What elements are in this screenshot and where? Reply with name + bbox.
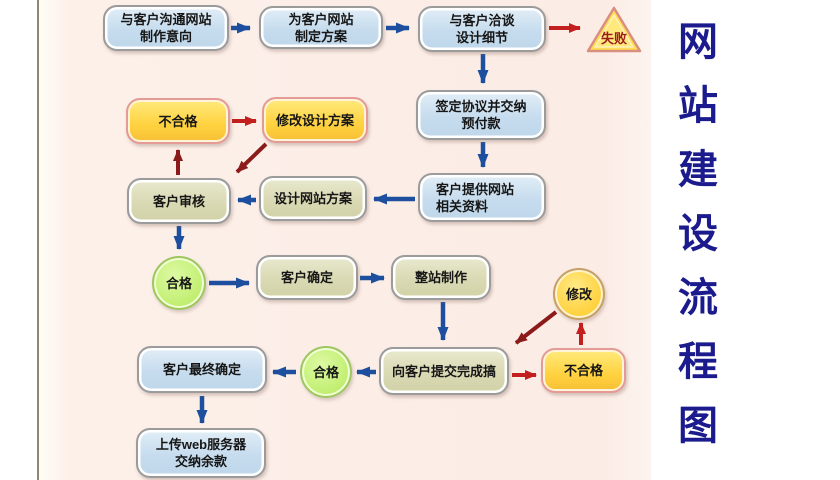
node-negotiate: 与客户洽谈 设计细节: [418, 6, 546, 52]
page-title: 网 站 建 设 流 程 图: [672, 22, 724, 446]
node-modify-design: 修改设计方案: [262, 97, 368, 143]
title-char: 建: [678, 147, 718, 192]
node-fail-triangle: 失败: [586, 6, 642, 53]
node-final-confirm: 客户最终确定: [137, 346, 267, 393]
title-char: 流: [678, 275, 718, 320]
title-char: 站: [678, 83, 718, 128]
node-modify: 修改: [553, 268, 605, 320]
left-border-line: [37, 0, 39, 480]
flowchart-panel-background: [39, 0, 651, 480]
node-materials: 客户提供网站 相关资料: [418, 173, 546, 222]
node-fail-label: 失败: [601, 31, 627, 46]
node-nopass2: 不合格: [541, 348, 626, 393]
node-design: 设计网站方案: [259, 176, 367, 221]
node-pass2: 合格: [300, 346, 352, 398]
node-review: 客户审核: [127, 178, 231, 224]
node-submit: 向客户提交完成搞: [379, 347, 509, 395]
title-char: 图: [678, 403, 718, 448]
node-pass1: 合格: [152, 256, 206, 310]
node-upload: 上传web服务器 交纳余款: [136, 428, 266, 478]
title-char: 设: [678, 211, 718, 256]
title-char: 程: [678, 339, 718, 384]
title-char: 网: [678, 19, 718, 64]
node-intent: 与客户沟通网站 制作意向: [103, 5, 229, 51]
node-plan: 为客户网站 制定方案: [259, 6, 383, 49]
node-build: 整站制作: [391, 255, 491, 300]
node-nopass1: 不合格: [126, 98, 230, 144]
node-confirm: 客户确定: [256, 255, 358, 300]
node-sign: 签定协议并交纳 预付款: [416, 90, 546, 140]
